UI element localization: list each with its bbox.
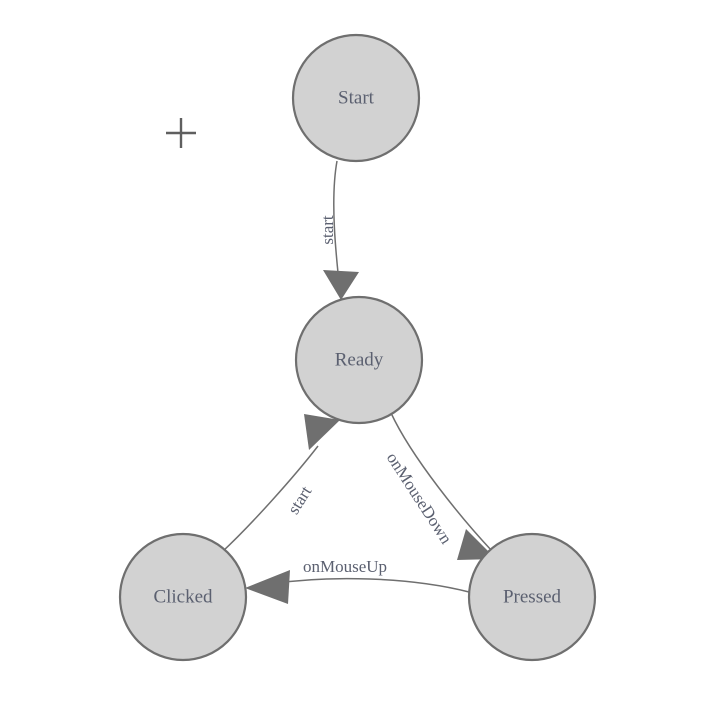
edge-label-onmousedown: onMouseDown	[383, 449, 456, 548]
edge-path-ready-to-pressed[interactable]	[390, 412, 493, 552]
node-pressed-label: Pressed	[503, 586, 562, 607]
node-ready-circle[interactable]	[294, 295, 424, 425]
edge-path-pressed-to-clicked[interactable]	[268, 577, 470, 593]
edge-path-clicked-to-ready[interactable]	[221, 445, 319, 553]
node-start-label: Start	[338, 87, 375, 108]
arrowhead-pressed-to-clicked	[245, 570, 290, 604]
edge-ready-to-pressed[interactable]: onMouseDown	[383, 412, 496, 560]
edge-pressed-to-clicked[interactable]: onMouseUp	[245, 557, 470, 604]
node-clicked-circle[interactable]	[118, 532, 248, 662]
node-clicked-label: Clicked	[153, 586, 213, 607]
node-ready[interactable]: Ready	[294, 295, 424, 425]
node-pressed[interactable]: Pressed	[467, 532, 597, 662]
edge-label-onmouseup: onMouseUp	[303, 557, 387, 576]
node-pressed-circle[interactable]	[467, 532, 597, 662]
edge-label-start: start	[318, 215, 337, 245]
node-clicked[interactable]: Clicked	[118, 532, 248, 662]
node-start[interactable]: Start	[291, 33, 421, 163]
node-start-circle[interactable]	[291, 33, 421, 163]
edge-clicked-to-ready[interactable]: start	[221, 414, 340, 553]
arrowhead-clicked-to-ready	[304, 414, 340, 450]
crosshair-icon	[166, 118, 196, 148]
edge-label-start-return: start	[284, 482, 316, 517]
arrowhead-start-to-ready	[323, 270, 359, 300]
node-ready-label: Ready	[335, 349, 384, 370]
edge-start-to-ready[interactable]: start	[318, 160, 359, 300]
